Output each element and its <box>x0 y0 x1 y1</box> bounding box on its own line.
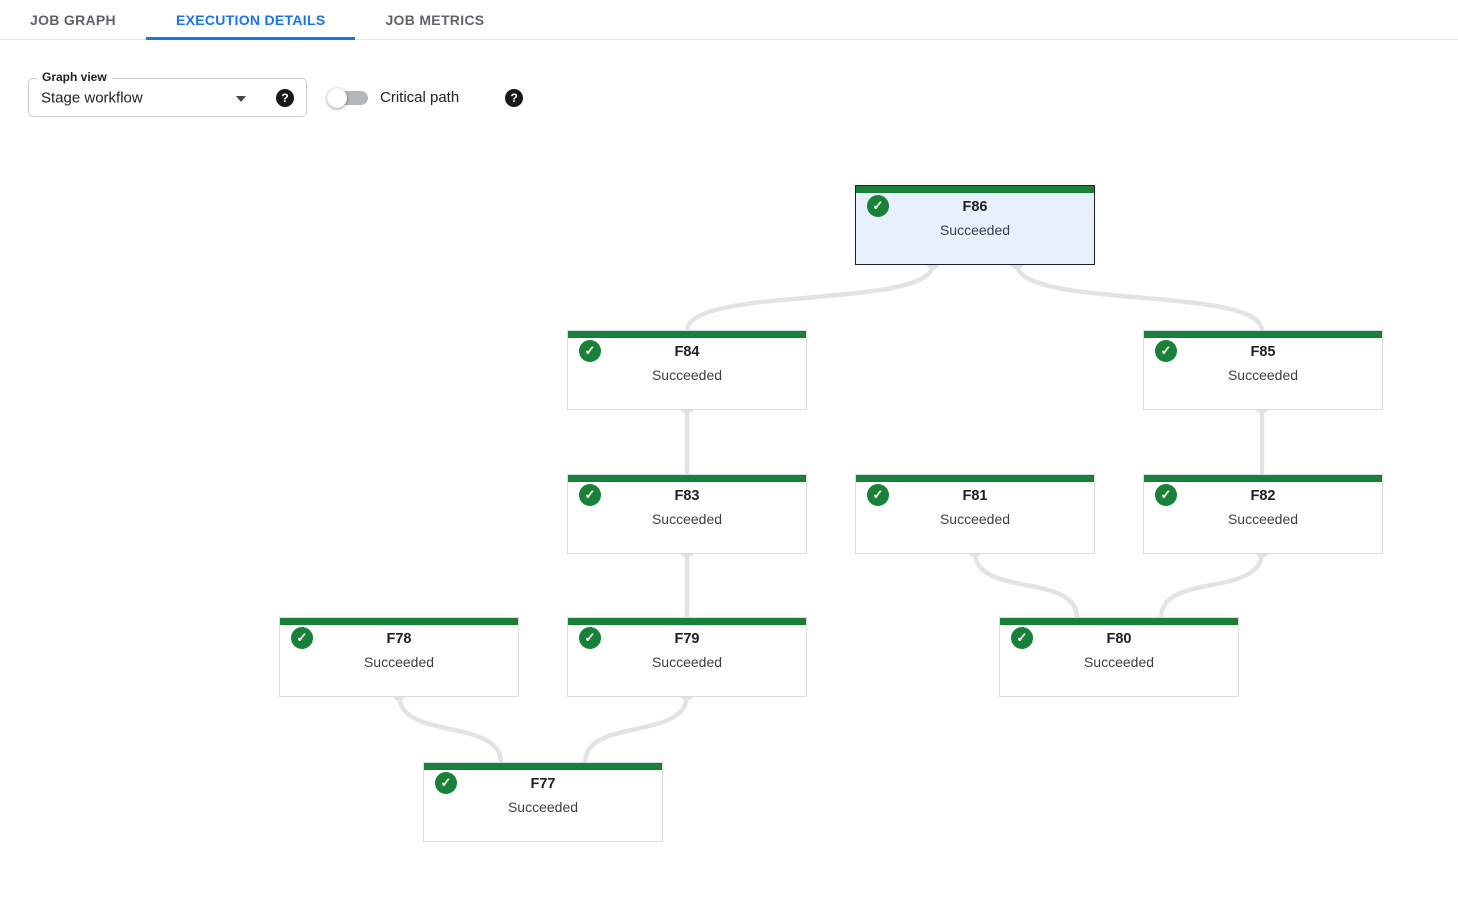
graph-view-select[interactable]: Graph view Stage workflow ? <box>28 70 307 117</box>
dropdown-arrow-icon <box>236 95 246 102</box>
tab-bar: JOB GRAPH EXECUTION DETAILS JOB METRICS <box>0 0 1458 40</box>
node-title: F78 <box>386 631 412 647</box>
node-status: Succeeded <box>1083 654 1155 670</box>
tab-job-metrics[interactable]: JOB METRICS <box>385 11 485 28</box>
edge-F81-F80 <box>972 549 1080 621</box>
success-check-icon: ✓ <box>579 484 601 506</box>
node-title: F77 <box>530 776 556 792</box>
graph-view-help-icon[interactable]: ? <box>276 88 294 107</box>
edge-F78-F77 <box>396 692 504 766</box>
success-check-icon: ✓ <box>867 195 889 217</box>
success-check-icon: ✓ <box>291 627 313 649</box>
success-check-icon: ✓ <box>1155 484 1177 506</box>
critical-path-toggle[interactable] <box>327 87 368 108</box>
node-status: Succeeded <box>939 511 1011 527</box>
node-status: Succeeded <box>363 654 435 670</box>
node-title: F86 <box>962 199 988 215</box>
node-title: F81 <box>962 488 988 504</box>
node-status-bar <box>568 475 806 482</box>
node-status: Succeeded <box>651 654 723 670</box>
tab-execution-details[interactable]: EXECUTION DETAILS <box>145 0 356 40</box>
node-status-bar <box>856 186 1094 193</box>
edge-F86-F84 <box>684 261 936 334</box>
node-title: F80 <box>1106 631 1132 647</box>
graph-view-label: Graph view <box>37 70 112 84</box>
node-status-bar <box>568 618 806 625</box>
node-title: F85 <box>1250 344 1276 360</box>
success-check-icon: ✓ <box>1155 340 1177 362</box>
success-check-icon: ✓ <box>1011 627 1033 649</box>
node-status-bar <box>856 475 1094 482</box>
node-title: F82 <box>1250 488 1276 504</box>
node-title: F83 <box>674 488 700 504</box>
node-status: Succeeded <box>507 799 579 815</box>
toggle-thumb <box>327 87 347 108</box>
critical-path-help-icon[interactable]: ? <box>505 88 524 107</box>
node-status-bar <box>280 618 518 625</box>
success-check-icon: ✓ <box>579 340 601 362</box>
node-status-bar <box>1144 331 1382 338</box>
node-title: F84 <box>674 344 700 360</box>
node-status: Succeeded <box>939 222 1011 238</box>
node-status: Succeeded <box>1227 367 1299 383</box>
edge-F79-F77 <box>582 692 690 766</box>
critical-path-label: Critical path <box>380 89 460 106</box>
node-title: F79 <box>674 631 700 647</box>
graph-view-value: Stage workflow <box>41 89 143 106</box>
node-status-bar <box>1000 618 1238 625</box>
edge-F86-F85 <box>1014 261 1265 334</box>
critical-path-control: Critical path ? <box>327 78 524 117</box>
node-status-bar <box>568 331 806 338</box>
success-check-icon: ✓ <box>579 627 601 649</box>
edge-F82-F80 <box>1158 549 1265 621</box>
node-status-bar <box>424 763 662 770</box>
node-status: Succeeded <box>1227 511 1299 527</box>
success-check-icon: ✓ <box>867 484 889 506</box>
tab-job-graph[interactable]: JOB GRAPH <box>30 11 116 28</box>
node-status: Succeeded <box>651 511 723 527</box>
node-status-bar <box>1144 475 1382 482</box>
success-check-icon: ✓ <box>435 772 457 794</box>
node-status: Succeeded <box>651 367 723 383</box>
